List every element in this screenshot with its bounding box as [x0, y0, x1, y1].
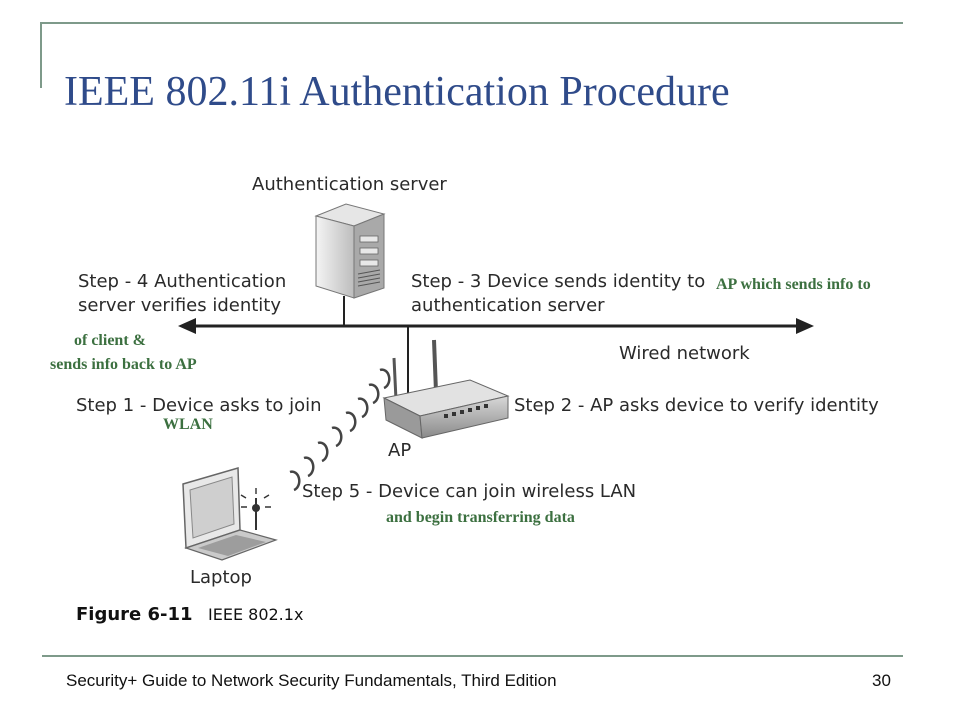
step2-label: Step 2 - AP asks device to verify identi…: [514, 395, 879, 416]
figure-number: Figure 6-11: [76, 604, 193, 625]
figure-caption: IEEE 802.1x: [208, 605, 303, 624]
laptop-icon: [182, 467, 278, 561]
step1-annotation: WLAN: [163, 416, 213, 433]
authentication-server-label: Authentication server: [252, 174, 447, 195]
step4-annotation-line2: sends info back to AP: [50, 356, 197, 373]
step3-annotation: AP which sends info to: [716, 276, 871, 293]
step4-label-line1: Step - 4 Authentication: [78, 271, 286, 292]
step3-label-line2: authentication server: [411, 295, 605, 316]
wired-network-arrow: [178, 318, 814, 334]
step4-label-line2: server verifies identity: [78, 295, 281, 316]
slide-frame-left-line: [40, 22, 42, 88]
slide-frame-bottom-line: [42, 655, 903, 657]
step5-label: Step 5 - Device can join wireless LAN: [302, 481, 636, 502]
step4-annotation-line1: of client &: [74, 332, 146, 349]
ap-label: AP: [388, 440, 411, 461]
wireless-signal-icon: [289, 368, 391, 492]
slide-title: IEEE 802.11i Authentication Procedure: [64, 69, 730, 115]
slide-frame-top-line: [40, 22, 903, 24]
server-icon: [314, 203, 386, 299]
step3-label-line1: Step - 3 Device sends identity to: [411, 271, 705, 292]
slide-footer: Security+ Guide to Network Security Fund…: [66, 671, 557, 690]
wired-network-label: Wired network: [619, 343, 750, 364]
step1-label: Step 1 - Device asks to join: [76, 395, 322, 416]
laptop-label: Laptop: [190, 567, 252, 588]
step5-annotation: and begin transferring data: [386, 509, 575, 526]
access-point-icon: [382, 339, 510, 439]
page-number: 30: [872, 671, 891, 690]
